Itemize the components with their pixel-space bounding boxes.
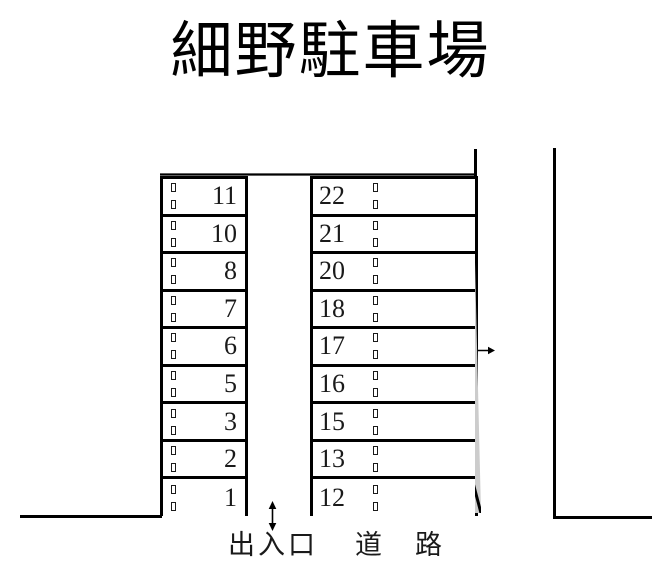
- stall-cell[interactable]: 17: [313, 329, 475, 367]
- stall-number: 13: [319, 444, 345, 474]
- stall-cell[interactable]: 21: [313, 216, 475, 255]
- wheel-stop-icon: [371, 446, 379, 473]
- stall-number: 15: [319, 406, 345, 436]
- stall-number: 17: [319, 331, 345, 361]
- entrance-direction-arrow: [268, 501, 277, 531]
- stall-number: 1: [224, 483, 237, 513]
- wheel-stop-icon: [371, 333, 379, 360]
- wheel-stop-icon: [169, 333, 177, 360]
- wheel-stop-icon: [169, 220, 177, 247]
- page-title: 細野駐車場: [170, 14, 491, 87]
- wheel-stop-icon: [169, 295, 177, 322]
- wheel-stop-icon: [371, 183, 379, 210]
- stall-cell[interactable]: 8: [163, 254, 245, 292]
- stall-cell[interactable]: 16: [313, 366, 475, 405]
- right-stall-column: 22 21 20 18 17 16 15 13: [310, 176, 481, 517]
- left-stall-column: 11 10 8 7 6 5 3 2: [160, 176, 248, 517]
- wheel-stop-icon: [169, 485, 177, 512]
- stall-number: 3: [224, 406, 237, 436]
- stall-number: 11: [211, 181, 237, 211]
- stall-number: 22: [319, 181, 345, 211]
- stall-cell[interactable]: 22: [313, 179, 475, 217]
- stall-cell[interactable]: 11: [163, 179, 245, 217]
- stall-number: 5: [224, 369, 237, 398]
- wheel-stop-icon: [371, 485, 379, 512]
- stall-cell[interactable]: 3: [163, 404, 245, 442]
- wheel-stop-icon: [371, 295, 379, 322]
- wheel-stop-icon: [169, 183, 177, 210]
- wheel-stop-icon: [169, 446, 177, 473]
- stall-cell[interactable]: 2: [163, 441, 245, 480]
- stall-number: 10: [211, 218, 237, 248]
- stall-number: 16: [319, 369, 345, 398]
- stall-number: 21: [319, 218, 345, 248]
- stall-cell[interactable]: 12: [313, 479, 475, 517]
- stall-cell[interactable]: 18: [313, 291, 475, 330]
- stall-number: 7: [224, 293, 237, 323]
- stall-cell[interactable]: 20: [313, 254, 475, 292]
- road-label: 道 路: [355, 530, 445, 561]
- stall-number: 2: [224, 444, 237, 474]
- wheel-stop-icon: [371, 258, 379, 285]
- wheel-stop-icon: [371, 408, 379, 435]
- wheel-stop-icon: [169, 408, 177, 435]
- stall-cell[interactable]: 7: [163, 291, 245, 330]
- wheel-stop-icon: [371, 220, 379, 247]
- stall-cell[interactable]: 5: [163, 366, 245, 405]
- stall-cell[interactable]: 6: [163, 329, 245, 367]
- stall-cell[interactable]: 10: [163, 216, 245, 255]
- stall-number: 12: [319, 483, 345, 513]
- stall-number: 8: [224, 256, 237, 286]
- entrance-label: 出入口: [228, 530, 318, 561]
- stall-number: 6: [224, 331, 237, 361]
- stall-cell[interactable]: 1: [163, 479, 245, 517]
- wheel-stop-icon: [169, 258, 177, 285]
- wheel-stop-icon: [371, 371, 379, 397]
- wheel-stop-icon: [169, 371, 177, 397]
- stall-number: 20: [319, 256, 345, 286]
- stall-number: 18: [319, 293, 345, 323]
- stall-cell[interactable]: 13: [313, 441, 475, 480]
- stall-cell[interactable]: 15: [313, 404, 475, 442]
